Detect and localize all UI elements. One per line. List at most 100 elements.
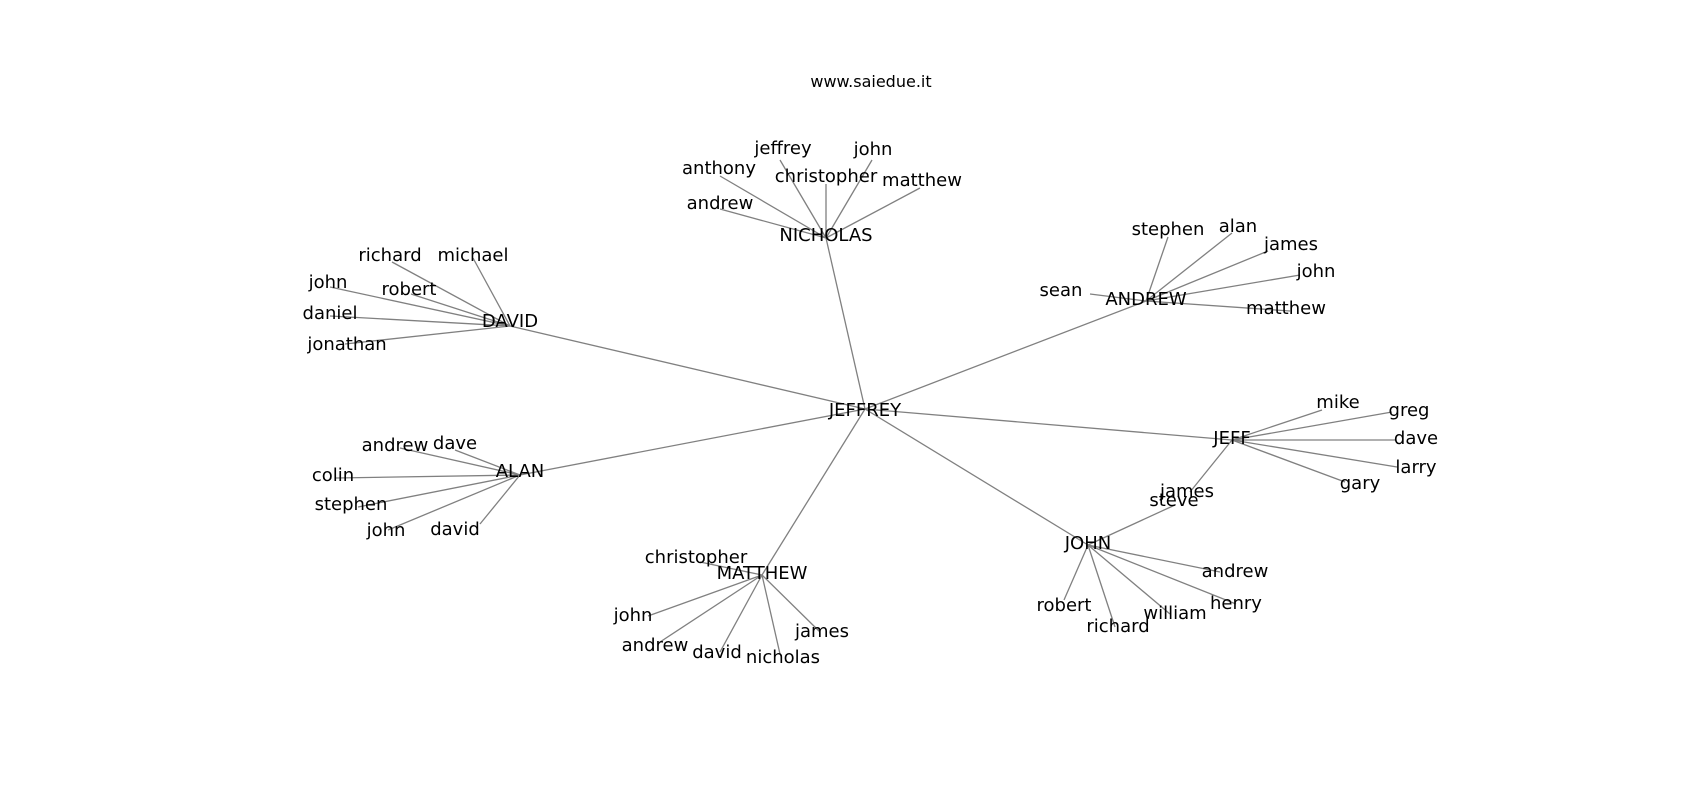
hub-node-david: DAVID <box>482 311 538 332</box>
edge-nicholas-jeffrey <box>779 159 827 239</box>
edge-alan-andrew <box>399 447 521 476</box>
edge-matthew-david <box>719 574 763 653</box>
edge-andrew-john <box>1145 274 1301 302</box>
edge-andrew-matthew <box>1145 300 1291 312</box>
leaf-node-john-william: william <box>1143 603 1206 624</box>
leaf-node-david-robert: robert <box>382 279 437 300</box>
diagram-title: www.saiedue.it <box>810 72 932 91</box>
edge-jeff-james <box>1189 439 1233 493</box>
edge-jeff-gary <box>1231 439 1346 483</box>
hub-node-john: JOHN <box>1064 533 1111 554</box>
edge-jeff-mike <box>1231 409 1323 441</box>
edge-alan-dave <box>454 449 521 476</box>
edge-john-robert <box>1063 544 1089 601</box>
edge-jeff-greg <box>1231 411 1393 441</box>
edge-john-william <box>1087 544 1171 615</box>
leaf-node-andrew-stephen: stephen <box>1132 219 1205 240</box>
edge-andrew-sean <box>1089 293 1147 302</box>
graph-labels: JEFFREY NICHOLAS jeffrey john anthony christo… <box>303 138 1439 668</box>
leaf-node-matthew-david: david <box>692 642 742 663</box>
leaf-node-david-jonathan: jonathan <box>306 334 386 355</box>
edge-center-john <box>864 408 1089 546</box>
leaf-node-jeff-mike: mike <box>1316 392 1359 413</box>
leaf-node-jeff-james: james <box>1159 481 1214 502</box>
edge-nicholas-andrew <box>719 208 827 239</box>
leaf-node-matthew-nicholas: nicholas <box>746 647 820 668</box>
leaf-node-nicholas-anthony: anthony <box>682 158 756 179</box>
edge-david-michael <box>472 257 511 327</box>
leaf-node-david-michael: michael <box>438 245 509 266</box>
edge-matthew-nicholas <box>761 574 781 655</box>
edge-matthew-james <box>761 574 821 633</box>
leaf-node-john-andrew: andrew <box>1202 561 1269 582</box>
edge-matthew-john <box>647 574 763 617</box>
leaf-node-jeff-dave: dave <box>1394 428 1438 449</box>
edge-center-david <box>509 325 866 410</box>
edge-andrew-stephen <box>1145 236 1169 302</box>
edge-david-robert <box>410 293 511 327</box>
edge-center-andrew <box>864 300 1147 410</box>
edge-nicholas-john <box>825 159 873 239</box>
graph-edges <box>329 159 1398 655</box>
leaf-node-andrew-john: john <box>1296 261 1336 282</box>
leaf-node-nicholas-john: john <box>853 139 893 160</box>
edge-john-henry <box>1087 544 1237 605</box>
hub-node-alan: ALAN <box>496 461 545 482</box>
leaf-node-david-john: john <box>308 272 348 293</box>
leaf-node-alan-dave: dave <box>433 433 477 454</box>
center-node-jeffrey: JEFFREY <box>828 400 902 421</box>
edge-alan-stephen <box>357 474 521 508</box>
leaf-node-jeff-gary: gary <box>1340 473 1381 494</box>
edge-center-nicholas <box>825 237 866 410</box>
hub-node-matthew: MATTHEW <box>717 563 808 584</box>
edge-alan-john <box>387 474 521 531</box>
hub-node-jeff: JEFF <box>1212 428 1250 449</box>
edge-center-jeff <box>864 408 1233 441</box>
leaf-node-john-richard: richard <box>1086 616 1149 637</box>
leaf-node-nicholas-andrew: andrew <box>687 193 754 214</box>
edge-matthew-andrew <box>659 574 763 643</box>
leaf-node-nicholas-christopher: christopher <box>775 166 878 187</box>
leaf-node-alan-stephen: stephen <box>315 494 388 515</box>
leaf-node-matthew-james: james <box>794 621 849 642</box>
leaf-node-nicholas-jeffrey: jeffrey <box>753 138 812 159</box>
leaf-node-andrew-sean: sean <box>1040 280 1083 301</box>
hub-node-andrew: ANDREW <box>1105 289 1187 310</box>
edge-nicholas-anthony <box>719 175 827 239</box>
edge-john-steve <box>1087 504 1176 546</box>
leaf-node-nicholas-matthew: matthew <box>882 170 962 191</box>
edge-david-jonathan <box>344 325 511 345</box>
edge-jeff-larry <box>1231 439 1398 468</box>
leaf-node-alan-andrew: andrew <box>362 435 429 456</box>
leaf-node-david-richard: richard <box>358 245 421 266</box>
leaf-node-david-daniel: daniel <box>303 303 358 324</box>
edge-david-daniel <box>329 315 511 327</box>
edge-nicholas-matthew <box>825 187 921 239</box>
edge-alan-colin <box>335 474 521 479</box>
edge-john-richard <box>1087 544 1116 628</box>
edge-david-richard <box>391 261 511 327</box>
leaf-node-andrew-alan: alan <box>1219 216 1257 237</box>
leaf-node-alan-colin: colin <box>312 465 354 486</box>
leaf-node-alan-john: john <box>366 520 406 541</box>
edge-andrew-alan <box>1145 232 1233 302</box>
leaf-node-jeff-greg: greg <box>1389 400 1430 421</box>
leaf-node-alan-david: david <box>430 519 480 540</box>
edge-andrew-james <box>1145 250 1269 302</box>
leaf-node-matthew-christopher: christopher <box>645 547 748 568</box>
edge-matthew-christopher <box>699 561 763 576</box>
leaf-node-matthew-john: john <box>613 605 653 626</box>
leaf-node-jeff-larry: larry <box>1395 457 1437 478</box>
leaf-node-matthew-andrew: andrew <box>622 635 689 656</box>
leaf-node-john-henry: henry <box>1210 593 1262 614</box>
edge-david-john <box>329 286 511 327</box>
leaf-node-andrew-james: james <box>1263 234 1318 255</box>
edge-alan-david <box>479 474 521 525</box>
leaf-node-andrew-matthew: matthew <box>1246 298 1326 319</box>
edge-center-alan <box>519 408 866 476</box>
edge-john-andrew <box>1087 544 1221 573</box>
hub-node-nicholas: NICHOLAS <box>779 225 872 246</box>
leaf-node-john-steve: steve <box>1149 490 1198 511</box>
edge-center-matthew <box>761 408 866 576</box>
